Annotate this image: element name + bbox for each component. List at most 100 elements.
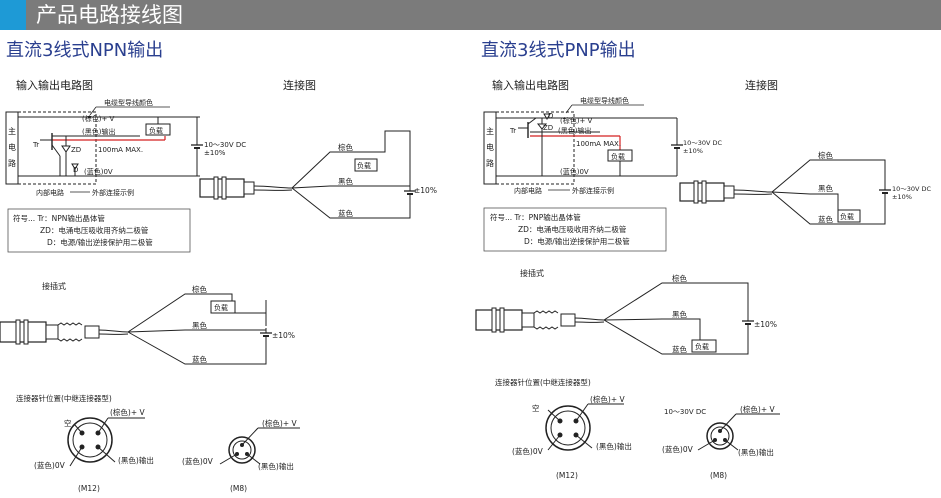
npn-circuit-label: 输入输出电路图	[16, 78, 93, 92]
npn-wiring-load: 负载	[357, 161, 371, 170]
npn-plug-label: 接插式	[42, 281, 66, 291]
pnp-d-label: D	[548, 112, 553, 120]
pnp-main-circuit-box	[483, 111, 497, 185]
npn-wiring-black: 黑色	[338, 176, 353, 186]
pnp-plug-label: 接插式	[520, 268, 544, 278]
pnp-m8-connector	[697, 413, 780, 451]
npn-plug-tol: ±10%	[272, 331, 295, 340]
npn-title: 直流3线式NPN输出	[6, 40, 164, 61]
npn-m12-blue: (蓝色)0V	[34, 460, 66, 470]
pnp-legend-1: 符号... Tr：PNP输出晶体管	[490, 212, 581, 222]
npn-main-char-2: 电	[8, 142, 16, 152]
npn-zd-label: ZD	[71, 146, 81, 154]
header-title: 产品电路接线图	[36, 3, 183, 27]
pnp-m12-label: (M12)	[556, 471, 578, 480]
npn-m12-connector	[67, 417, 145, 467]
section-header: 产品电路接线图	[0, 0, 941, 30]
pnp-m12-blue: (蓝色)0V	[512, 446, 544, 456]
pnp-main-char-2: 电	[486, 142, 494, 152]
header-accent-bar	[0, 0, 26, 30]
pnp-tr-label: Tr	[509, 127, 516, 135]
pnp-legend-2: ZD：电涌电压吸收用齐纳二极管	[518, 224, 627, 234]
pnp-wiring-load: 负载	[840, 212, 854, 221]
npn-m8-blue: (蓝色)0V	[182, 456, 214, 466]
pnp-m12-black: (黑色)输出	[596, 441, 632, 451]
npn-wiring-label: 连接图	[283, 79, 316, 92]
pnp-wire-color-label: 电缆型导线颜色	[580, 96, 629, 105]
npn-max-current: 100mA MAX.	[98, 146, 143, 154]
pnp-main-char-3: 路	[486, 158, 494, 168]
npn-m12-empty: 空	[64, 418, 72, 428]
pnp-legend-3: D：电源/输出逆接保护用二极管	[524, 236, 630, 246]
npn-supply: 10～30V DC	[204, 141, 246, 149]
pnp-main-char-1: 主	[486, 126, 494, 136]
pnp-black-out: (黑色)输出	[558, 126, 591, 135]
npn-internal: 内部电路	[36, 188, 64, 197]
pnp-legend-box	[483, 207, 667, 252]
pnp-m8-blue: (蓝色)0V	[662, 444, 694, 454]
npn-wiring-brown: 棕色	[338, 142, 353, 152]
npn-d-label: D	[73, 166, 78, 174]
pnp-max-current: 100mA MAX.	[576, 140, 621, 148]
npn-m12-label: (M12)	[78, 484, 100, 493]
npn-brown-v: (棕色)+ V	[82, 114, 115, 123]
npn-wiring-blue: 蓝色	[338, 208, 353, 218]
npn-plug-brown: 棕色	[192, 284, 207, 294]
npn-diagram: 输入输出电路图 连接图 主 电 路 电缆型导线颜色 Tr ZD D	[0, 78, 437, 493]
pnp-m8-black: (黑色)输出	[738, 447, 774, 457]
pnp-internal: 内部电路	[514, 186, 542, 195]
npn-legend-2: ZD：电涌电压吸收用齐纳二极管	[40, 225, 149, 235]
pnp-plug-tol: ±10%	[754, 320, 777, 329]
pnp-m8-brown: (棕色)+ V	[740, 404, 776, 414]
npn-m8-brown: (棕色)+ V	[262, 418, 298, 428]
pnp-supply-tol: ±10%	[683, 147, 703, 155]
npn-supply-tol: ±10%	[204, 149, 226, 157]
pnp-m12-brown: (棕色)+ V	[590, 394, 626, 404]
npn-legend-3: D：电源/输出逆接保护用二极管	[47, 237, 153, 247]
pnp-plug-brown: 棕色	[672, 273, 687, 283]
npn-main-circuit-box	[5, 111, 19, 185]
npn-pin-label: 连接器针位置(中继连接器型)	[16, 393, 112, 403]
pnp-wiring-black: 黑色	[818, 183, 833, 193]
pnp-circuit-label: 输入输出电路图	[492, 78, 569, 92]
pnp-external: 外部连接示例	[572, 186, 614, 195]
npn-m12-black: (黑色)输出	[118, 455, 154, 465]
npn-external: 外部连接示例	[92, 188, 134, 197]
pnp-supply: 10～30V DC	[683, 139, 723, 147]
npn-legend-box	[7, 208, 191, 253]
pnp-plug-black: 黑色	[672, 309, 687, 319]
pnp-wiring-supply: 10～30V DC	[892, 185, 932, 193]
pnp-m8-supply: 10～30V DC	[664, 408, 706, 416]
npn-load-label: 负载	[149, 126, 163, 135]
npn-m8-black: (黑色)输出	[258, 461, 294, 471]
npn-wiring-tol: ±10%	[414, 186, 437, 195]
pnp-title: 直流3线式PNP输出	[481, 40, 636, 61]
pnp-m12-connector	[545, 403, 624, 451]
pnp-diagram: 输入输出电路图 连接图 主 电 路 电缆型导线颜色 Tr D ZD (棕色)+ …	[475, 78, 932, 480]
pnp-brown-v: (棕色)+ V	[560, 116, 593, 125]
npn-plug-black: 黑色	[192, 320, 207, 330]
npn-tr-label: Tr	[32, 141, 39, 149]
npn-plug-blue: 蓝色	[192, 354, 207, 364]
pnp-m12-empty: 空	[532, 403, 540, 413]
pnp-plug-load: 负载	[695, 342, 709, 351]
npn-black-out: (黑色)输出	[82, 127, 115, 136]
pnp-wiring-blue: 蓝色	[818, 214, 833, 224]
npn-main-char-1: 主	[8, 126, 16, 136]
pnp-zd-label: ZD	[543, 124, 553, 132]
pnp-wiring-tol: ±10%	[892, 193, 912, 201]
npn-m8-connector	[219, 427, 300, 465]
npn-m8-label: (M8)	[230, 484, 247, 493]
npn-wire-color-label: 电缆型导线颜色	[104, 98, 153, 107]
npn-legend-1: 符号... Tr：NPN输出晶体管	[13, 213, 105, 223]
npn-blue-0v: (蓝色)0V	[84, 167, 113, 176]
npn-plug-load: 负载	[214, 303, 228, 312]
pnp-wiring-brown: 棕色	[818, 150, 833, 160]
pnp-pin-label: 连接器针位置(中继连接器型)	[495, 377, 591, 387]
npn-main-char-3: 路	[8, 158, 16, 168]
pnp-wiring-label: 连接图	[745, 79, 778, 92]
pnp-m8-label: (M8)	[710, 471, 727, 480]
npn-m12-brown: (棕色)+ V	[110, 407, 146, 417]
pnp-blue-0v: (蓝色)0V	[560, 167, 589, 176]
